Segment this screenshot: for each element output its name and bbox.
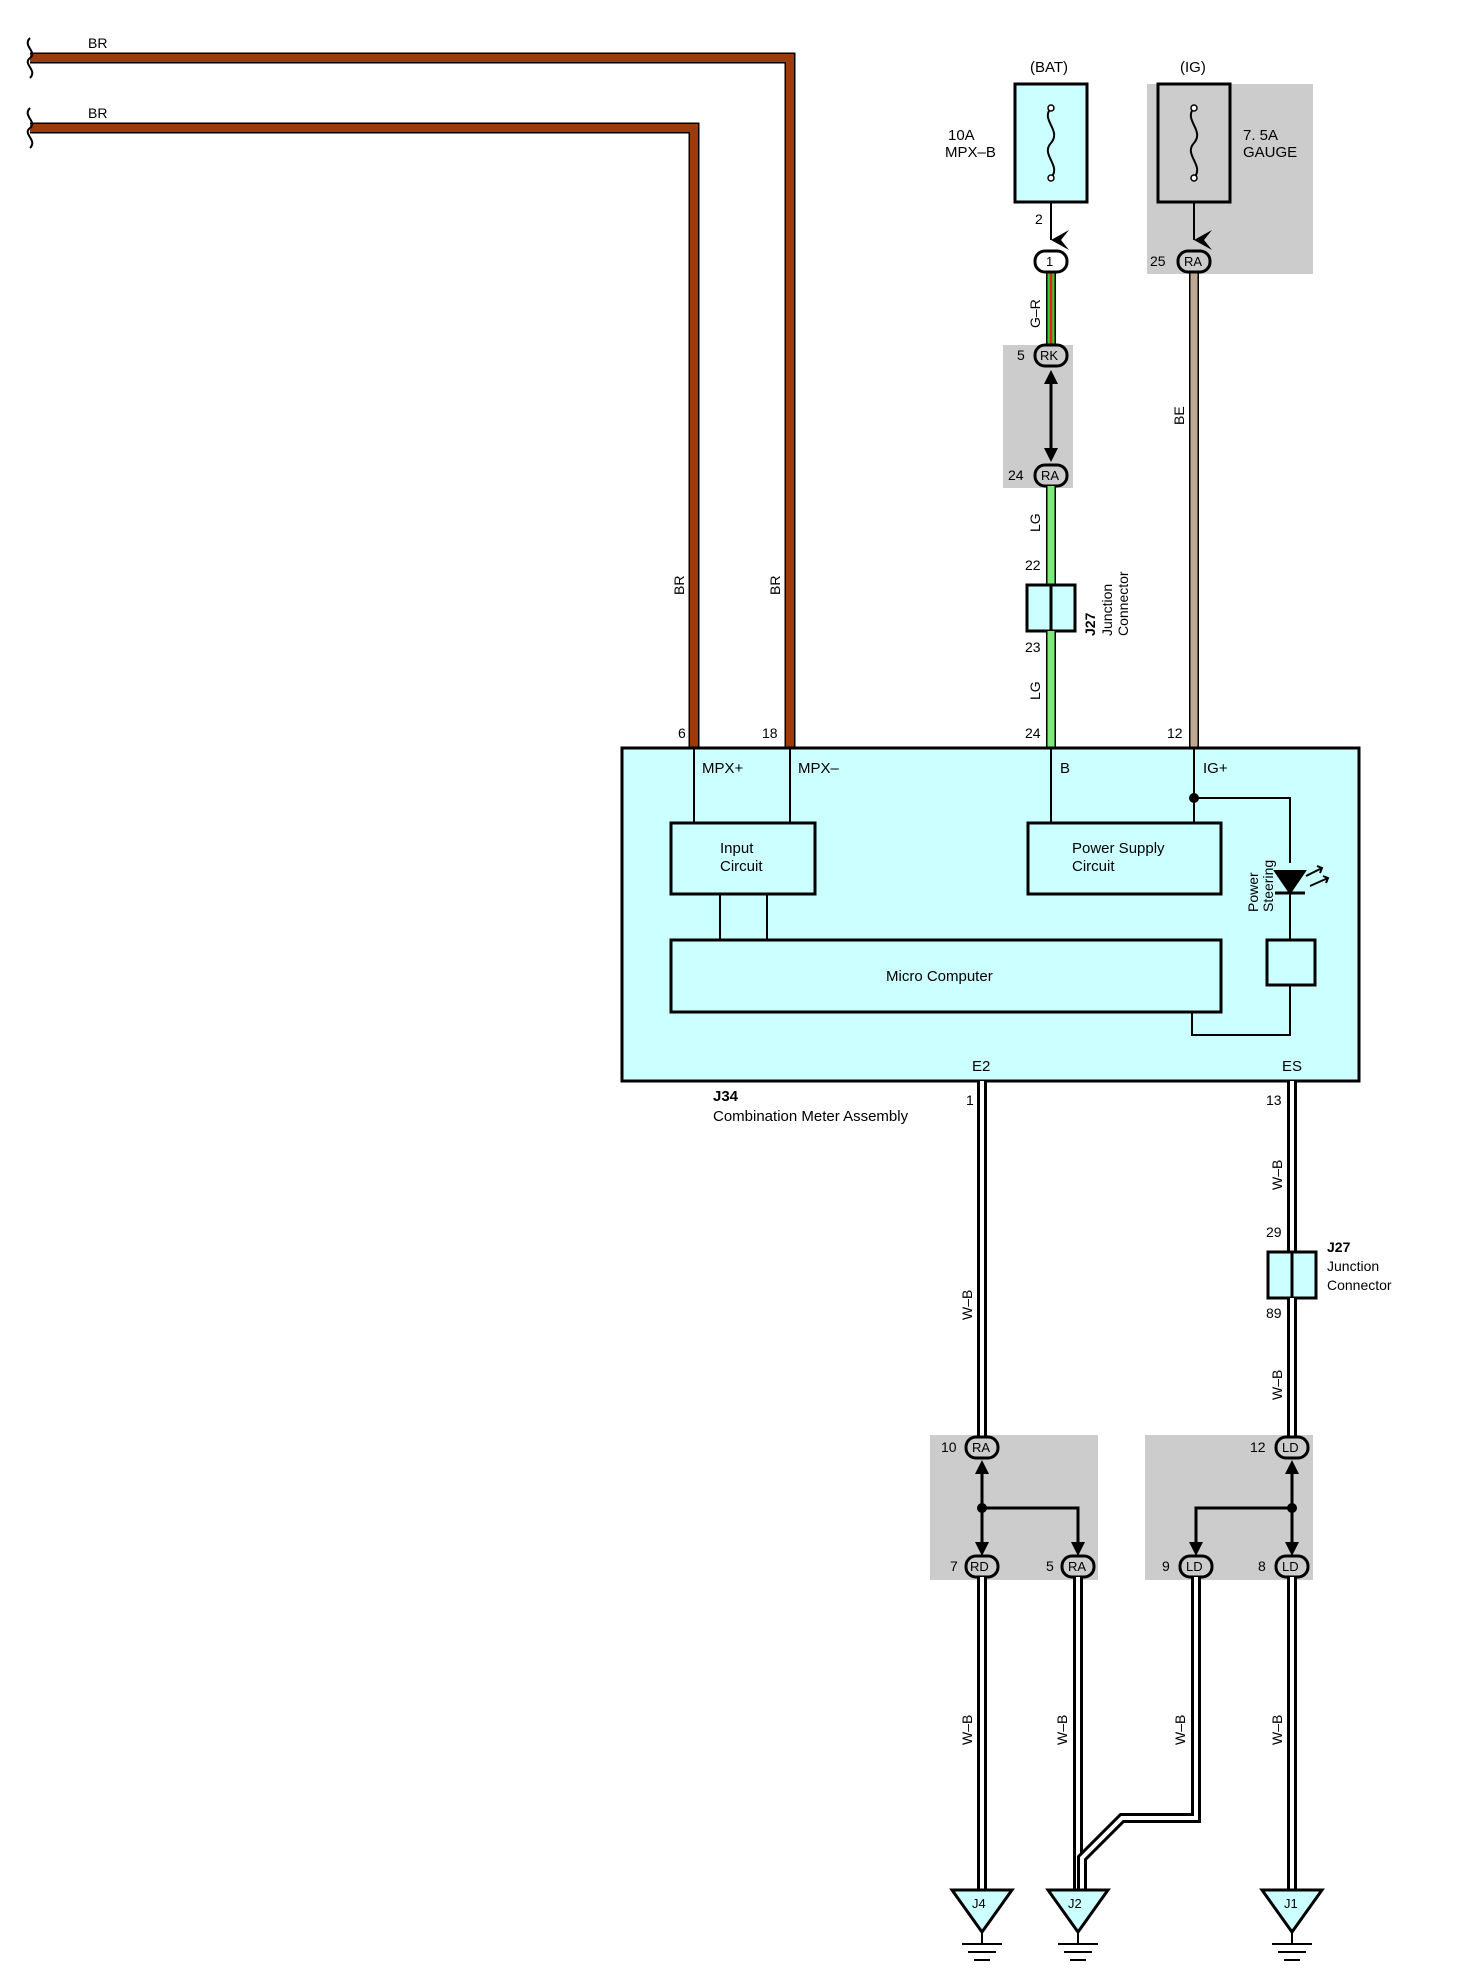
power-steering-label-1: Power [1245,872,1261,912]
ig-fuse-rating: 7. 5A [1243,127,1278,144]
ig-fuse-symbol [1189,107,1199,179]
connector-rk-pin: 5 [1017,347,1025,363]
connector-ld-12 [1274,1435,1310,1460]
pin-mpx-minus: MPX– [798,760,840,777]
wire-color-wb-es-mid: W–B [1269,1370,1285,1400]
pin-e2: E2 [972,1058,990,1075]
wire-color-wb-ra: W–B [1054,1715,1070,1745]
rk-ra-shade-area [1003,345,1073,488]
ground-j1-icon [1259,1888,1325,1961]
connector-ld-12-label: LD [1282,1440,1299,1455]
power-supply-circuit-block [1026,821,1223,896]
power-steering-label-2: Steering [1260,860,1276,912]
wire-color-wb-es-upper: W–B [1269,1160,1285,1190]
ground-j2-label: J2 [1068,1896,1082,1911]
junction-lower-id: J27 [1327,1239,1351,1255]
connector-ra-5-label: RA [1068,1559,1086,1574]
micro-computer-label: Micro Computer [886,968,993,985]
connector-1 [1033,249,1069,274]
wire-color-gr: G–R [1027,299,1043,328]
ground-j4-label: J4 [972,1896,986,1911]
power-steering-led-icon [1273,870,1307,895]
connector-rk [1033,343,1069,368]
connector-ra-5-pin: 5 [1046,1558,1054,1574]
pin-b: B [1060,760,1070,777]
connector-ld-12-pin: 12 [1250,1439,1266,1455]
wire-color-be: BE [1171,406,1187,425]
br-wire-2 [30,122,700,748]
connector-1-label: 1 [1046,254,1053,269]
combination-meter-box [620,746,1361,1083]
psu-label-2: Circuit [1072,858,1115,875]
pin-24-num: 24 [1025,725,1041,741]
bat-pin-2: 2 [1035,211,1043,227]
connector-ld-8-pin: 8 [1258,1558,1266,1574]
input-circuit-block [669,821,817,896]
connector-rk-label: RK [1040,348,1058,363]
bat-fuse-header: (BAT) [1030,59,1068,76]
connector-ld-9-pin: 9 [1162,1558,1170,1574]
junction-upper-id: J27 [1082,612,1098,636]
pin-18-num: 18 [762,725,778,741]
bat-fuse-name: MPX–B [945,144,996,161]
connector-rd-7-label: RD [970,1559,989,1574]
pin-mpx-plus: MPX+ [702,760,744,777]
connector-ra-10-label: RA [972,1440,990,1455]
bat-fuse-rating: 10A [948,127,975,144]
bat-fuse-symbol [1046,107,1056,179]
connector-rd-7-pin: 7 [950,1558,958,1574]
wire-color-lg-1: LG [1027,513,1043,532]
meter-name: Combination Meter Assembly [713,1108,909,1125]
ig-fuse-name: GAUGE [1243,144,1297,161]
pin-es: ES [1282,1058,1302,1075]
wire-color-wb-rd: W–B [959,1715,975,1745]
connector-ra-10-pin: 10 [941,1439,957,1455]
pin-ig-plus: IG+ [1203,760,1228,777]
wire-color-wb-e2: W–B [959,1290,975,1320]
wire-color-br-1: BR [88,35,107,51]
pin-6-num: 6 [678,725,686,741]
connector-ra-24-label: RA [1041,468,1059,483]
junction-upper-name2: Connector [1115,571,1131,636]
connector-ra-25-label: RA [1184,254,1202,269]
junction-lower-pin-in: 29 [1266,1224,1282,1240]
junction-upper-pin-in: 22 [1025,557,1041,573]
junction-upper-pin-out: 23 [1025,639,1041,655]
ig-fuse-header: (IG) [1180,59,1206,76]
wb-wire-ld9 [1077,1577,1201,1890]
wire-color-br-v2: BR [767,576,783,595]
connector-ra-10 [964,1435,1000,1460]
pin-12-num: 12 [1167,725,1183,741]
break-mark-2 [26,107,34,149]
meter-id: J34 [713,1088,739,1105]
micro-computer-block [669,938,1223,1014]
wire-color-lg-2: LG [1027,681,1043,700]
psu-label-1: Power Supply [1072,840,1165,857]
input-circuit-label-2: Circuit [720,858,763,875]
wire-color-wb-ld9: W–B [1172,1715,1188,1745]
wire-color-br-v1: BR [671,576,687,595]
pin-es-num: 13 [1266,1092,1282,1108]
junction-lower-pin-out: 89 [1266,1305,1282,1321]
ground-j2-icon [1045,1888,1111,1961]
junction-lower-name2: Connector [1327,1277,1392,1293]
connector-ld-8-label: LD [1282,1559,1299,1574]
input-circuit-label-1: Input [720,840,754,857]
junction-lower-name1: Junction [1327,1258,1379,1274]
pin-e2-num: 1 [966,1092,974,1108]
junction-upper-name1: Junction [1099,584,1115,636]
br-wire-1 [30,52,796,748]
connector-ra-25-pin: 25 [1150,253,1166,269]
connector-ra-24-pin: 24 [1008,467,1024,483]
ground-j4-icon [949,1888,1015,1961]
led-driver-block [1265,938,1317,987]
wire-color-wb-ld8: W–B [1269,1715,1285,1745]
wire-color-br-2: BR [88,105,107,121]
connector-ra-25 [1176,249,1212,274]
ground-j1-label: J1 [1284,1896,1298,1911]
connector-ld-9-label: LD [1186,1559,1203,1574]
break-mark-1 [26,37,34,79]
